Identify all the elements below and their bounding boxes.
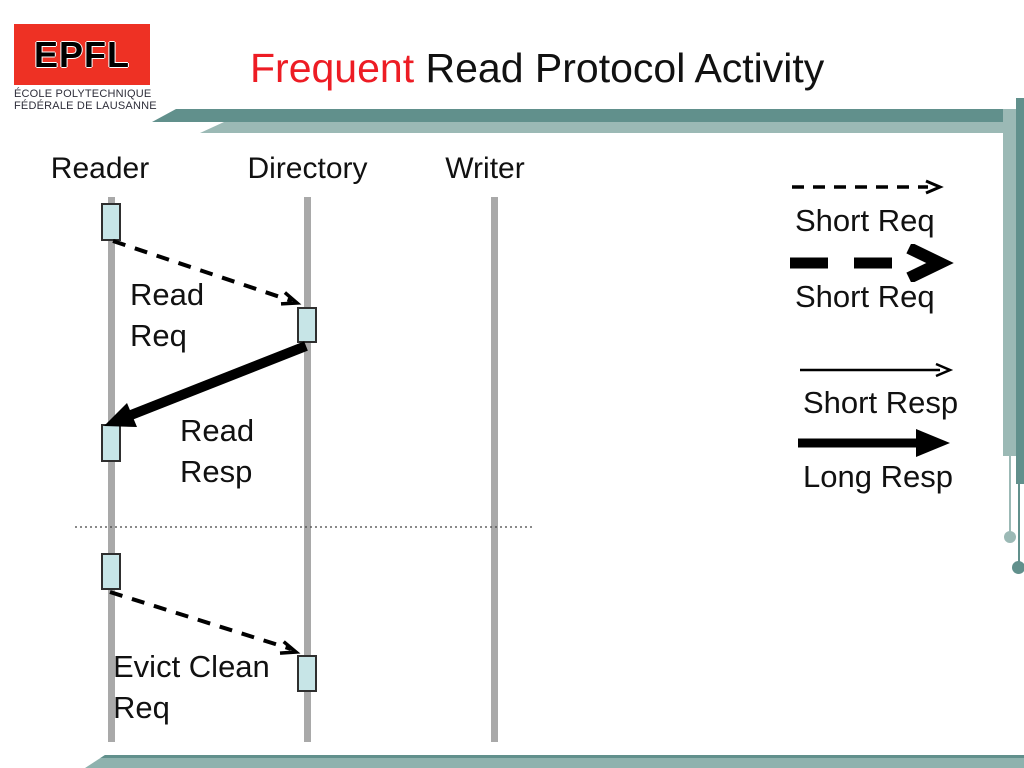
- message-label-read-req: Read Req: [130, 274, 204, 356]
- message-label-line: Read: [130, 277, 205, 312]
- right-band-drip-dot-light: [1004, 531, 1016, 543]
- legend-label-long-resp: Long Resp: [803, 459, 953, 494]
- arrow-read-resp: [104, 341, 308, 427]
- arrow-read-req: [112, 239, 302, 306]
- top-band-light: [200, 122, 1024, 133]
- epfl-logo: EPFL: [14, 24, 150, 85]
- epfl-logo-acronym: EPFL: [33, 33, 130, 75]
- arrow-evict-clean-req: [109, 590, 301, 655]
- bottom-band: [85, 755, 1024, 768]
- right-band-drip-dot-dark: [1012, 561, 1024, 574]
- lifeline-directory: [304, 197, 311, 742]
- message-label-line: Resp: [180, 454, 253, 489]
- right-band-light: [1003, 109, 1016, 456]
- message-label-line: Req: [113, 690, 170, 725]
- legend-label-short-resp: Short Resp: [803, 385, 959, 420]
- lifeline-writer: [491, 197, 498, 742]
- top-band-dark: [152, 109, 1024, 122]
- page-title: Frequent Read Protocol Activity: [250, 46, 930, 90]
- activation-box-reader-3: [101, 553, 121, 590]
- legend-label-short-req-2: Short Req: [795, 279, 935, 314]
- lifeline-reader: [108, 197, 115, 742]
- activation-box-reader-1: [101, 203, 121, 241]
- message-label-line: Req: [130, 318, 187, 353]
- right-band-dark: [1016, 98, 1024, 484]
- title-highlight: Frequent: [250, 45, 415, 91]
- message-label-line: Evict Clean: [113, 649, 270, 684]
- column-label-reader: Reader: [50, 152, 150, 185]
- column-label-writer: Writer: [445, 152, 525, 185]
- title-rest: Read Protocol Activity: [414, 45, 825, 91]
- legend-thin-solid-arrow: [800, 362, 954, 378]
- right-band-drip-line-light: [1009, 456, 1011, 534]
- legend-label-short-req-1: Short Req: [795, 203, 935, 238]
- message-label-line: Read: [180, 413, 255, 448]
- activation-box-directory-2: [297, 655, 317, 692]
- epfl-logo-caption-line1: ÉCOLE POLYTECHNIQUE: [14, 88, 152, 100]
- legend-thick-dashed-arrow: [790, 244, 954, 282]
- right-band-drip-line-dark: [1018, 484, 1020, 564]
- activation-box-directory-1: [297, 307, 317, 343]
- epfl-logo-caption-line2: FÉDÉRALE DE LAUSANNE: [14, 100, 157, 112]
- column-label-directory: Directory: [247, 152, 368, 185]
- message-label-read-resp: Read Resp: [180, 410, 254, 492]
- legend-thick-solid-arrow: [798, 429, 950, 457]
- message-label-evict-clean-req: Evict Clean Req: [113, 646, 270, 728]
- legend-thin-dashed-arrow: [792, 179, 944, 195]
